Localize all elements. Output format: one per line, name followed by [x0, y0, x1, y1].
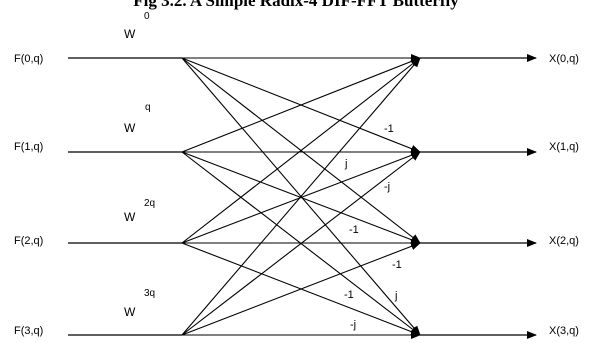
coef-label-3: -j	[384, 181, 390, 193]
input-label-0: F(0,q)	[14, 53, 43, 65]
input-label-2: F(2,q)	[14, 235, 43, 247]
coef-label-4: -1	[349, 224, 359, 236]
coef-label-5: -1	[392, 259, 402, 271]
coef-label-8: -j	[350, 319, 356, 331]
output-label-1: X(1,q)	[549, 141, 579, 153]
connection-2-to-1	[181, 151, 421, 244]
connection-2-to-0	[181, 57, 421, 244]
output-label-3: X(3,q)	[549, 325, 579, 337]
coef-label-2: j	[344, 158, 347, 170]
connection-3-to-1	[181, 151, 421, 336]
twiddle-exp-1: q	[145, 102, 151, 113]
twiddle-exp-2: 2q	[144, 198, 155, 209]
connection-3-to-2	[181, 242, 421, 336]
input-label-1: F(1,q)	[14, 141, 43, 153]
twiddle-w-0: W	[124, 27, 136, 41]
coef-label-7: j	[394, 290, 397, 302]
twiddle-exp-0: 0	[144, 11, 150, 22]
input-label-3: F(3,q)	[14, 325, 43, 337]
butterfly-connections	[181, 54, 421, 339]
output-label-2: X(2,q)	[549, 235, 579, 247]
twiddle-w-2: W	[124, 210, 136, 224]
connection-3-to-0	[181, 57, 421, 336]
coef-label-1: -1	[384, 123, 394, 135]
diagram-title: Fig 3.2. A Simple Radix-4 DIF-FFT Butter…	[133, 0, 459, 10]
twiddle-exp-3: 3q	[144, 288, 155, 299]
twiddle-w-1: W	[124, 121, 136, 135]
connection-1-to-0	[181, 57, 421, 153]
coef-label-6: -1	[344, 289, 354, 301]
twiddle-w-3: W	[124, 305, 136, 319]
output-label-0: X(0,q)	[549, 53, 579, 65]
